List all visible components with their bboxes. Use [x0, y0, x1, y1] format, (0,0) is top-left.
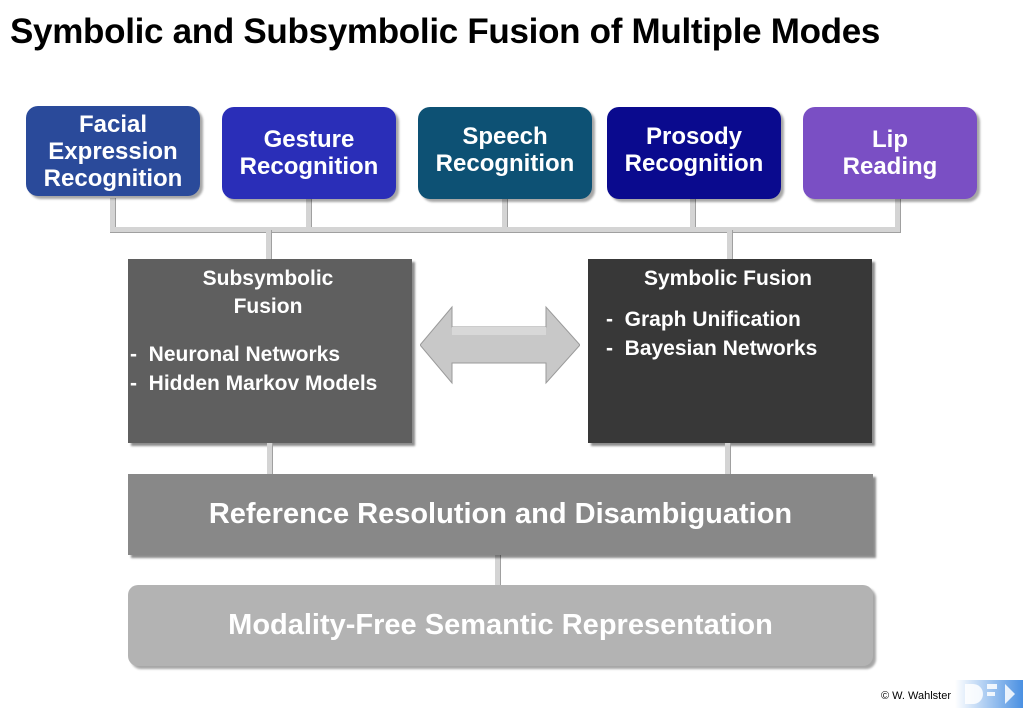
mode-facial-expression: Facial Expression Recognition	[26, 106, 200, 196]
copyright: © W. Wahlster	[880, 690, 951, 702]
symbolic-item: - Bayesian Networks	[606, 337, 818, 360]
connector	[267, 443, 273, 475]
symbolic-item: - Graph Unification	[606, 308, 801, 331]
horizontal-bus	[110, 227, 901, 233]
connector	[725, 443, 731, 475]
reference-resolution-label: Reference Resolution and Disambiguation	[208, 498, 793, 530]
subsymbolic-fusion-title: Subsymbolic Fusion	[202, 267, 334, 318]
subsymbolic-fusion-box: Subsymbolic Fusion - Neuronal Networks -…	[128, 259, 412, 443]
connector	[495, 555, 501, 587]
mode-lip-reading: Lip Reading	[803, 107, 977, 199]
mode-speech: Speech Recognition	[418, 107, 592, 199]
mode-prosody: Prosody Recognition	[607, 107, 781, 199]
symbolic-fusion-title: Symbolic Fusion	[643, 267, 813, 290]
semantic-representation-label: Modality-Free Semantic Representation	[228, 609, 773, 641]
dfki-logo-icon	[955, 680, 1023, 708]
mode-label: Prosody Recognition	[624, 123, 764, 177]
subsymbolic-item: - Neuronal Networks	[130, 343, 341, 366]
slide-title: Symbolic and Subsymbolic Fusion of Multi…	[10, 12, 881, 51]
bidirectional-arrow-icon	[420, 305, 580, 385]
semantic-representation-box: Modality-Free Semantic Representation	[128, 585, 873, 666]
connector	[266, 230, 272, 261]
mode-label: Lip Reading	[842, 126, 938, 180]
mode-label: Gesture Recognition	[239, 126, 379, 180]
mode-gesture: Gesture Recognition	[222, 107, 396, 199]
reference-resolution-box: Reference Resolution and Disambiguation	[128, 474, 873, 555]
mode-label: Speech Recognition	[435, 123, 575, 177]
mode-label: Facial Expression Recognition	[43, 110, 183, 192]
symbolic-fusion-box: Symbolic Fusion - Graph Unification - Ba…	[588, 259, 872, 443]
connector	[727, 230, 733, 261]
subsymbolic-item: - Hidden Markov Models	[130, 372, 378, 395]
